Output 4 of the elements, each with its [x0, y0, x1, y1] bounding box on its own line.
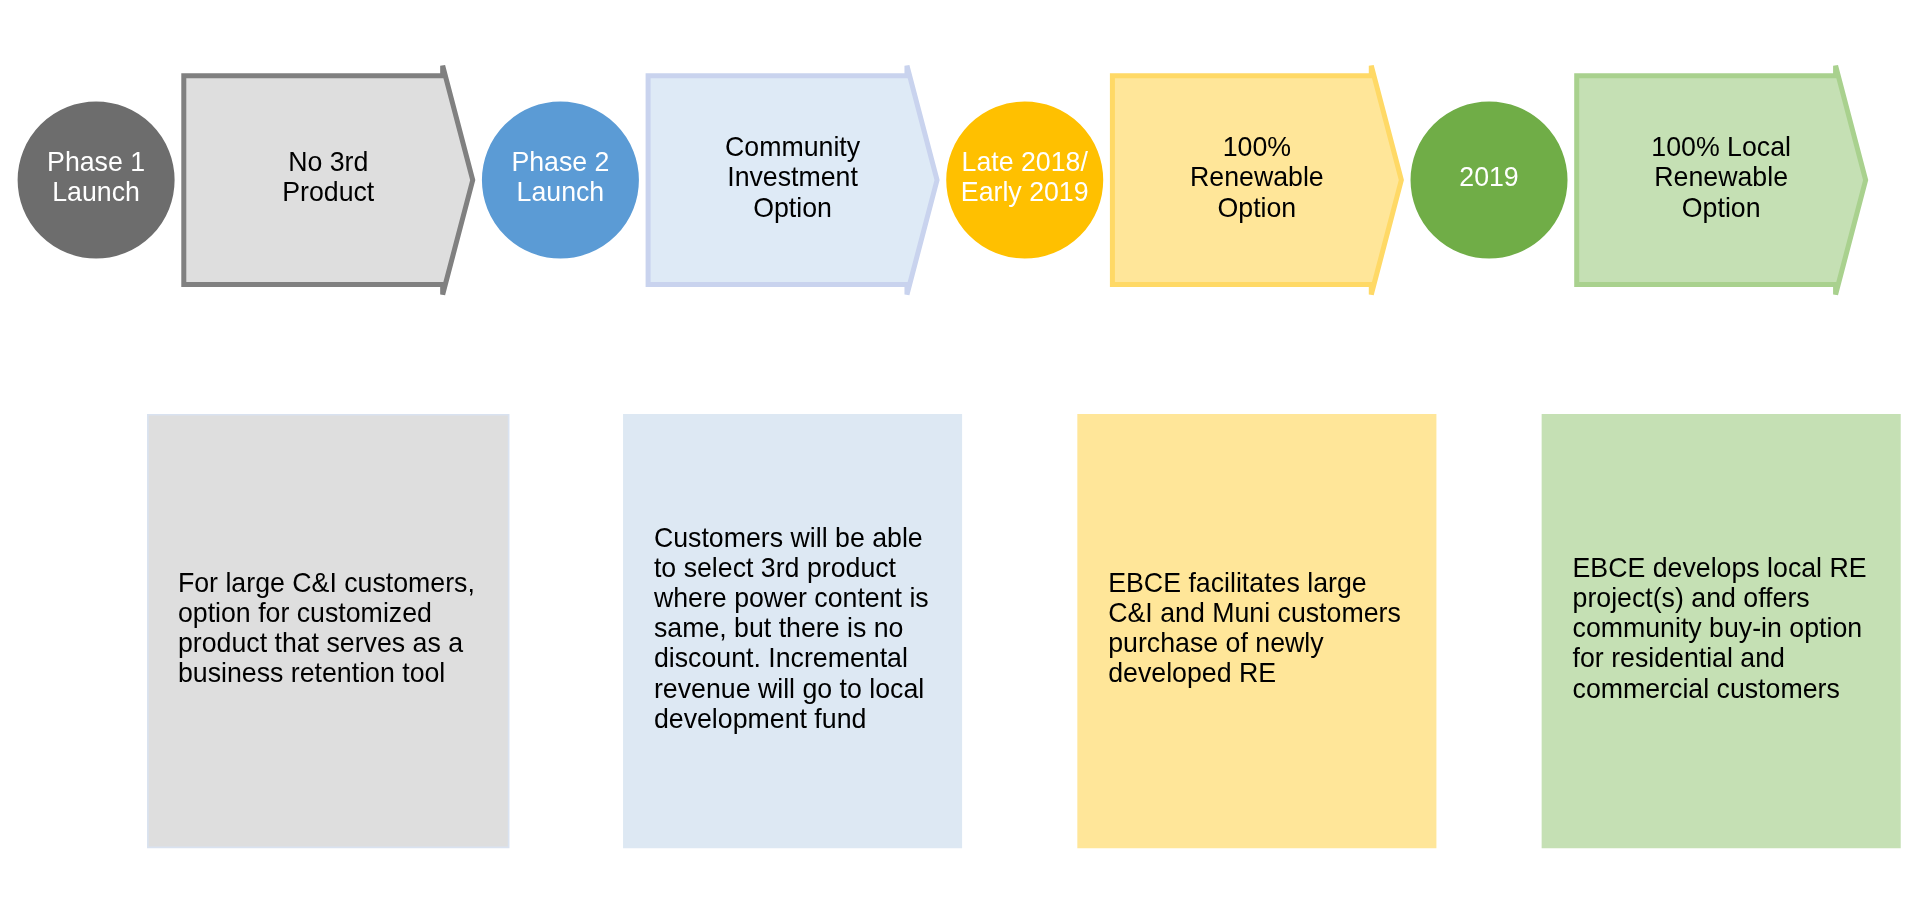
node-box: EBCE develops local RE project(s) and offers community buy-in option for residential and commercial customers [1541, 413, 1901, 848]
node-box: EBCE facilitates large C&I and Muni customers purchase of newly developed RE [1077, 413, 1437, 848]
node-box: Customers will be able to select 3rd product where power content is same, but there is no discount. Incremental revenue will go to local development fund [623, 413, 963, 848]
node-box: For large C&I customers, option for customized product that serves as a business retention tool [147, 413, 510, 848]
